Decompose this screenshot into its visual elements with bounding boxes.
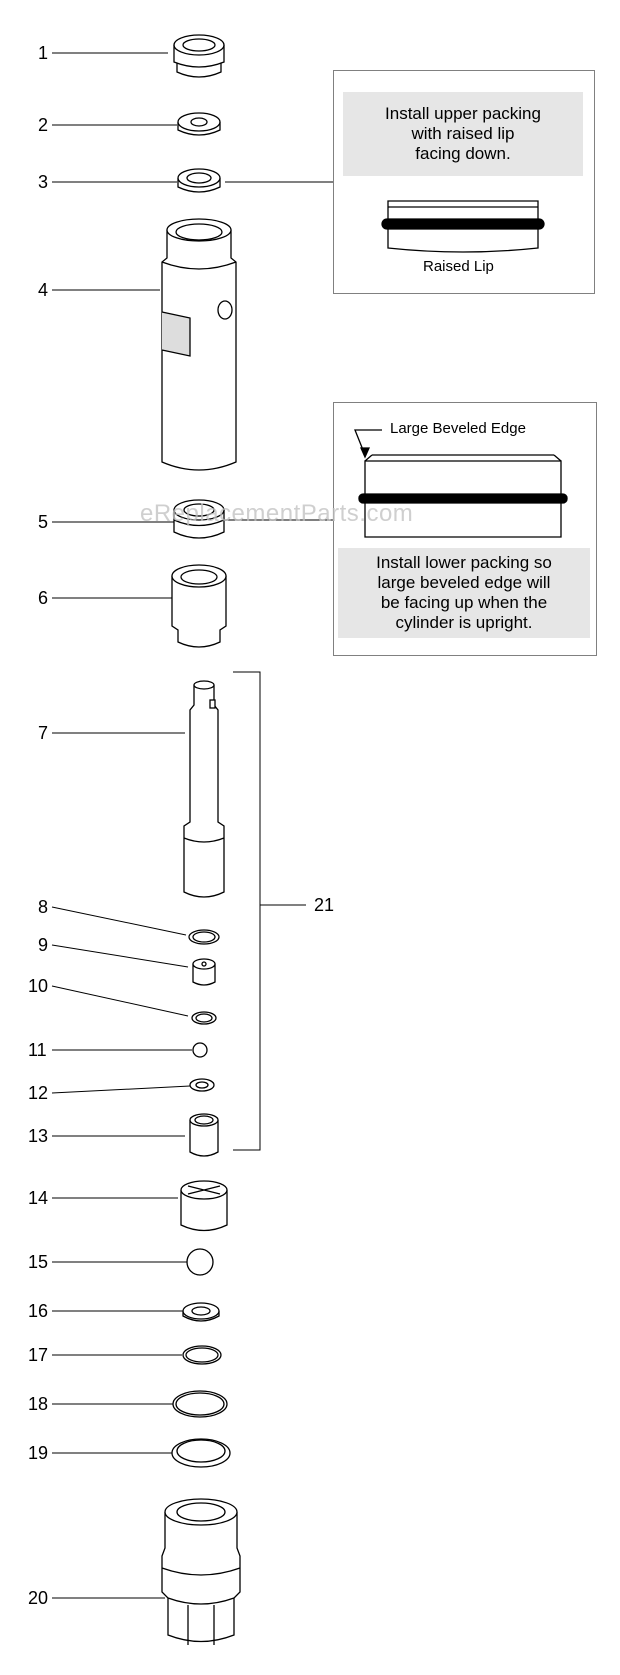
lower-packing-callout xyxy=(333,402,597,656)
part-13-drawing xyxy=(189,1113,219,1157)
part-number-10: 10 xyxy=(28,976,48,996)
part-number-9: 9 xyxy=(38,935,48,955)
part-8-drawing xyxy=(188,929,220,945)
part-number-16: 16 xyxy=(28,1301,48,1321)
upper-packing-callout xyxy=(333,70,595,294)
part-16-drawing xyxy=(182,1302,220,1322)
part-7-drawing xyxy=(183,680,225,898)
raised-lip-caption: Raised Lip xyxy=(423,258,494,275)
part-6-drawing xyxy=(171,564,227,648)
part-5-drawing xyxy=(173,499,225,539)
part-number-14: 14 xyxy=(28,1188,48,1208)
part-number-5: 5 xyxy=(38,512,48,532)
raised-lip-packing-drawing xyxy=(381,200,545,253)
part-number-20: 20 xyxy=(28,1588,48,1608)
part-number-7: 7 xyxy=(38,723,48,743)
part-number-4: 4 xyxy=(38,280,48,300)
part-15-drawing xyxy=(186,1248,214,1276)
leader-lines xyxy=(51,52,333,1599)
part-number-11: 11 xyxy=(28,1040,47,1060)
large-beveled-edge-caption: Large Beveled Edge xyxy=(390,420,526,437)
part-11-drawing xyxy=(192,1042,208,1058)
part-number-19: 19 xyxy=(28,1443,48,1463)
part-3-drawing xyxy=(177,168,221,193)
part-9-drawing xyxy=(192,958,216,986)
part-20-drawing xyxy=(161,1498,241,1645)
part-14-drawing xyxy=(180,1180,228,1232)
part-10-drawing xyxy=(191,1011,217,1025)
assembly-number-21: 21 xyxy=(314,895,334,915)
part-number-15: 15 xyxy=(28,1252,48,1272)
part-drawings xyxy=(161,34,241,1645)
part-17-drawing xyxy=(182,1345,222,1365)
lower-packing-instruction: Install lower packing so large beveled e… xyxy=(338,548,590,638)
part-number-13: 13 xyxy=(28,1126,48,1146)
part-number-18: 18 xyxy=(28,1394,48,1414)
part-number-1: 1 xyxy=(38,43,48,63)
part-number-6: 6 xyxy=(38,588,48,608)
watermark: eReplacementParts.com xyxy=(140,500,414,527)
part-number-3: 3 xyxy=(38,172,48,192)
part-18-drawing xyxy=(172,1390,228,1418)
part-2-drawing xyxy=(177,112,221,136)
part-number-12: 12 xyxy=(28,1083,48,1103)
part-number-8: 8 xyxy=(38,897,48,917)
part-number-2: 2 xyxy=(38,115,48,135)
beveled-edge-packing-drawing xyxy=(354,429,568,538)
part-12-drawing xyxy=(189,1078,215,1092)
part-4-drawing xyxy=(161,218,237,471)
part-1-drawing xyxy=(173,34,225,78)
part-19-drawing xyxy=(171,1438,231,1468)
part-number-17: 17 xyxy=(28,1345,48,1365)
upper-packing-instruction: Install upper packing with raised lip fa… xyxy=(343,92,583,176)
